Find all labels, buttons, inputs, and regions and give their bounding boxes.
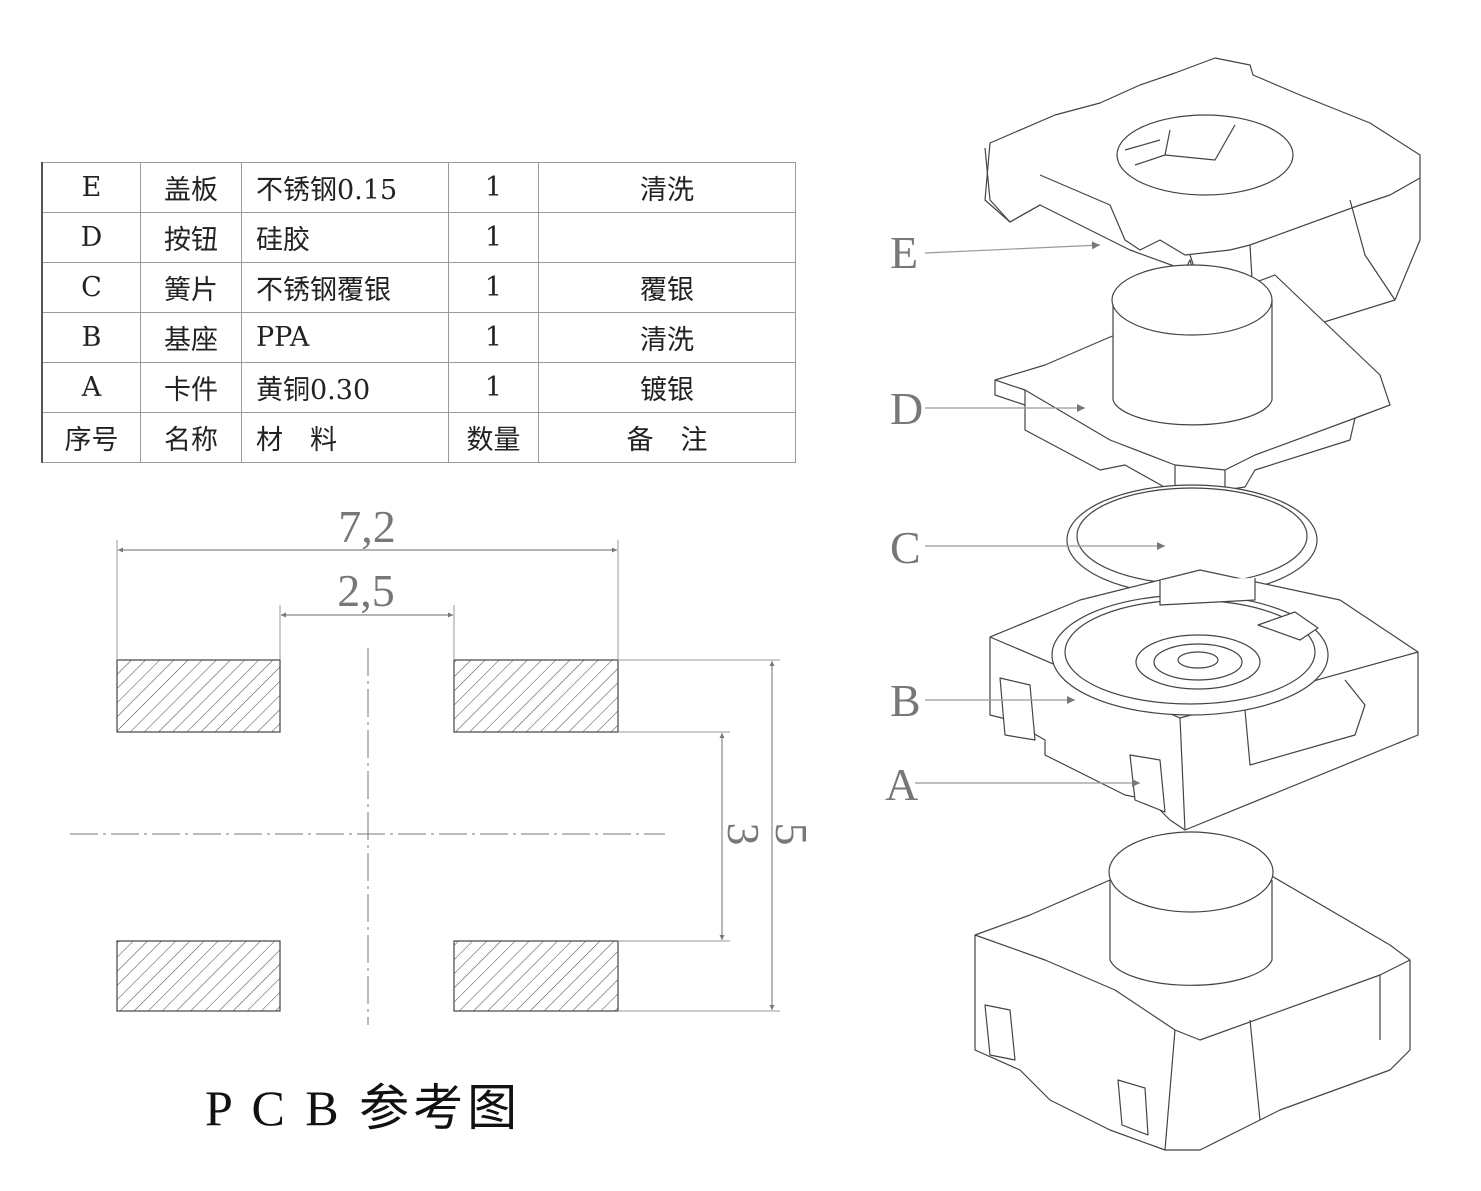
bom-cell-material: 硅胶 xyxy=(241,212,449,263)
dim-overall-width: 7,2 xyxy=(338,501,396,552)
label-c: C xyxy=(890,522,921,573)
pcb-pad-top-right xyxy=(453,659,619,733)
bom-header-name: 名称 xyxy=(140,412,242,463)
bom-cell-material: PPA xyxy=(241,312,449,363)
part-d-button xyxy=(994,264,1391,506)
bom-cell-qty: 1 xyxy=(448,312,539,363)
label-a: A xyxy=(885,759,918,810)
bom-cell-qty: 1 xyxy=(448,212,539,263)
label-e: E xyxy=(890,227,918,278)
exploded-assembly-view: E D C B A xyxy=(885,57,1421,1151)
pcb-pad-top-left xyxy=(116,659,281,733)
bom-header-qty: 数量 xyxy=(448,412,539,463)
part-b-base xyxy=(989,569,1419,831)
bom-cell-name: 卡件 xyxy=(140,362,242,413)
bom-cell-qty: 1 xyxy=(448,362,539,413)
bom-cell-note: 镀银 xyxy=(538,362,796,413)
bom-cell-material: 黄铜0.30 xyxy=(241,362,449,413)
bom-cell-note xyxy=(538,212,796,263)
bom-cell-id: C xyxy=(41,262,141,313)
bom-cell-name: 簧片 xyxy=(140,262,242,313)
bom-header-material: 材 料 xyxy=(241,412,449,463)
label-d: D xyxy=(890,383,923,434)
part-e-cover-plate xyxy=(984,57,1421,346)
pcb-pad-bottom-left xyxy=(116,940,281,1012)
bom-cell-material: 不锈钢覆银 xyxy=(241,262,449,313)
dim-inner-gap: 2,5 xyxy=(337,565,395,616)
bom-cell-qty: 1 xyxy=(448,262,539,313)
bom-cell-name: 盖板 xyxy=(140,162,242,213)
pcb-pad-bottom-right xyxy=(453,940,619,1012)
bom-cell-name: 基座 xyxy=(140,312,242,363)
bom-header-id: 序号 xyxy=(41,412,141,463)
bom-cell-material: 不锈钢0.15 xyxy=(241,162,449,213)
pcb-reference-title: P C B 参考图 xyxy=(205,1080,522,1136)
dim-overall-height: 5 xyxy=(766,823,817,846)
part-c-dome-spring xyxy=(1066,484,1318,596)
bom-header-note: 备 注 xyxy=(538,412,796,463)
dim-inner-height: 3 xyxy=(718,823,769,846)
bom-cell-id: E xyxy=(41,162,141,213)
bom-cell-id: D xyxy=(41,212,141,263)
bom-cell-id: A xyxy=(41,362,141,413)
pcb-reference-drawing: 7,2 2,5 3 5 xyxy=(70,501,817,1025)
bom-cell-id: B xyxy=(41,312,141,363)
leader-line-e xyxy=(924,241,1101,254)
bom-cell-note: 清洗 xyxy=(538,162,796,213)
bom-cell-note: 清洗 xyxy=(538,312,796,363)
assembled-switch xyxy=(974,831,1411,1151)
label-b: B xyxy=(890,675,921,726)
bom-cell-qty: 1 xyxy=(448,162,539,213)
extension-lines xyxy=(116,540,780,1012)
bom-header-row: 序号名称材 料数量备 注 xyxy=(41,412,796,463)
bom-cell-name: 按钮 xyxy=(140,212,242,263)
bom-cell-note: 覆银 xyxy=(538,262,796,313)
